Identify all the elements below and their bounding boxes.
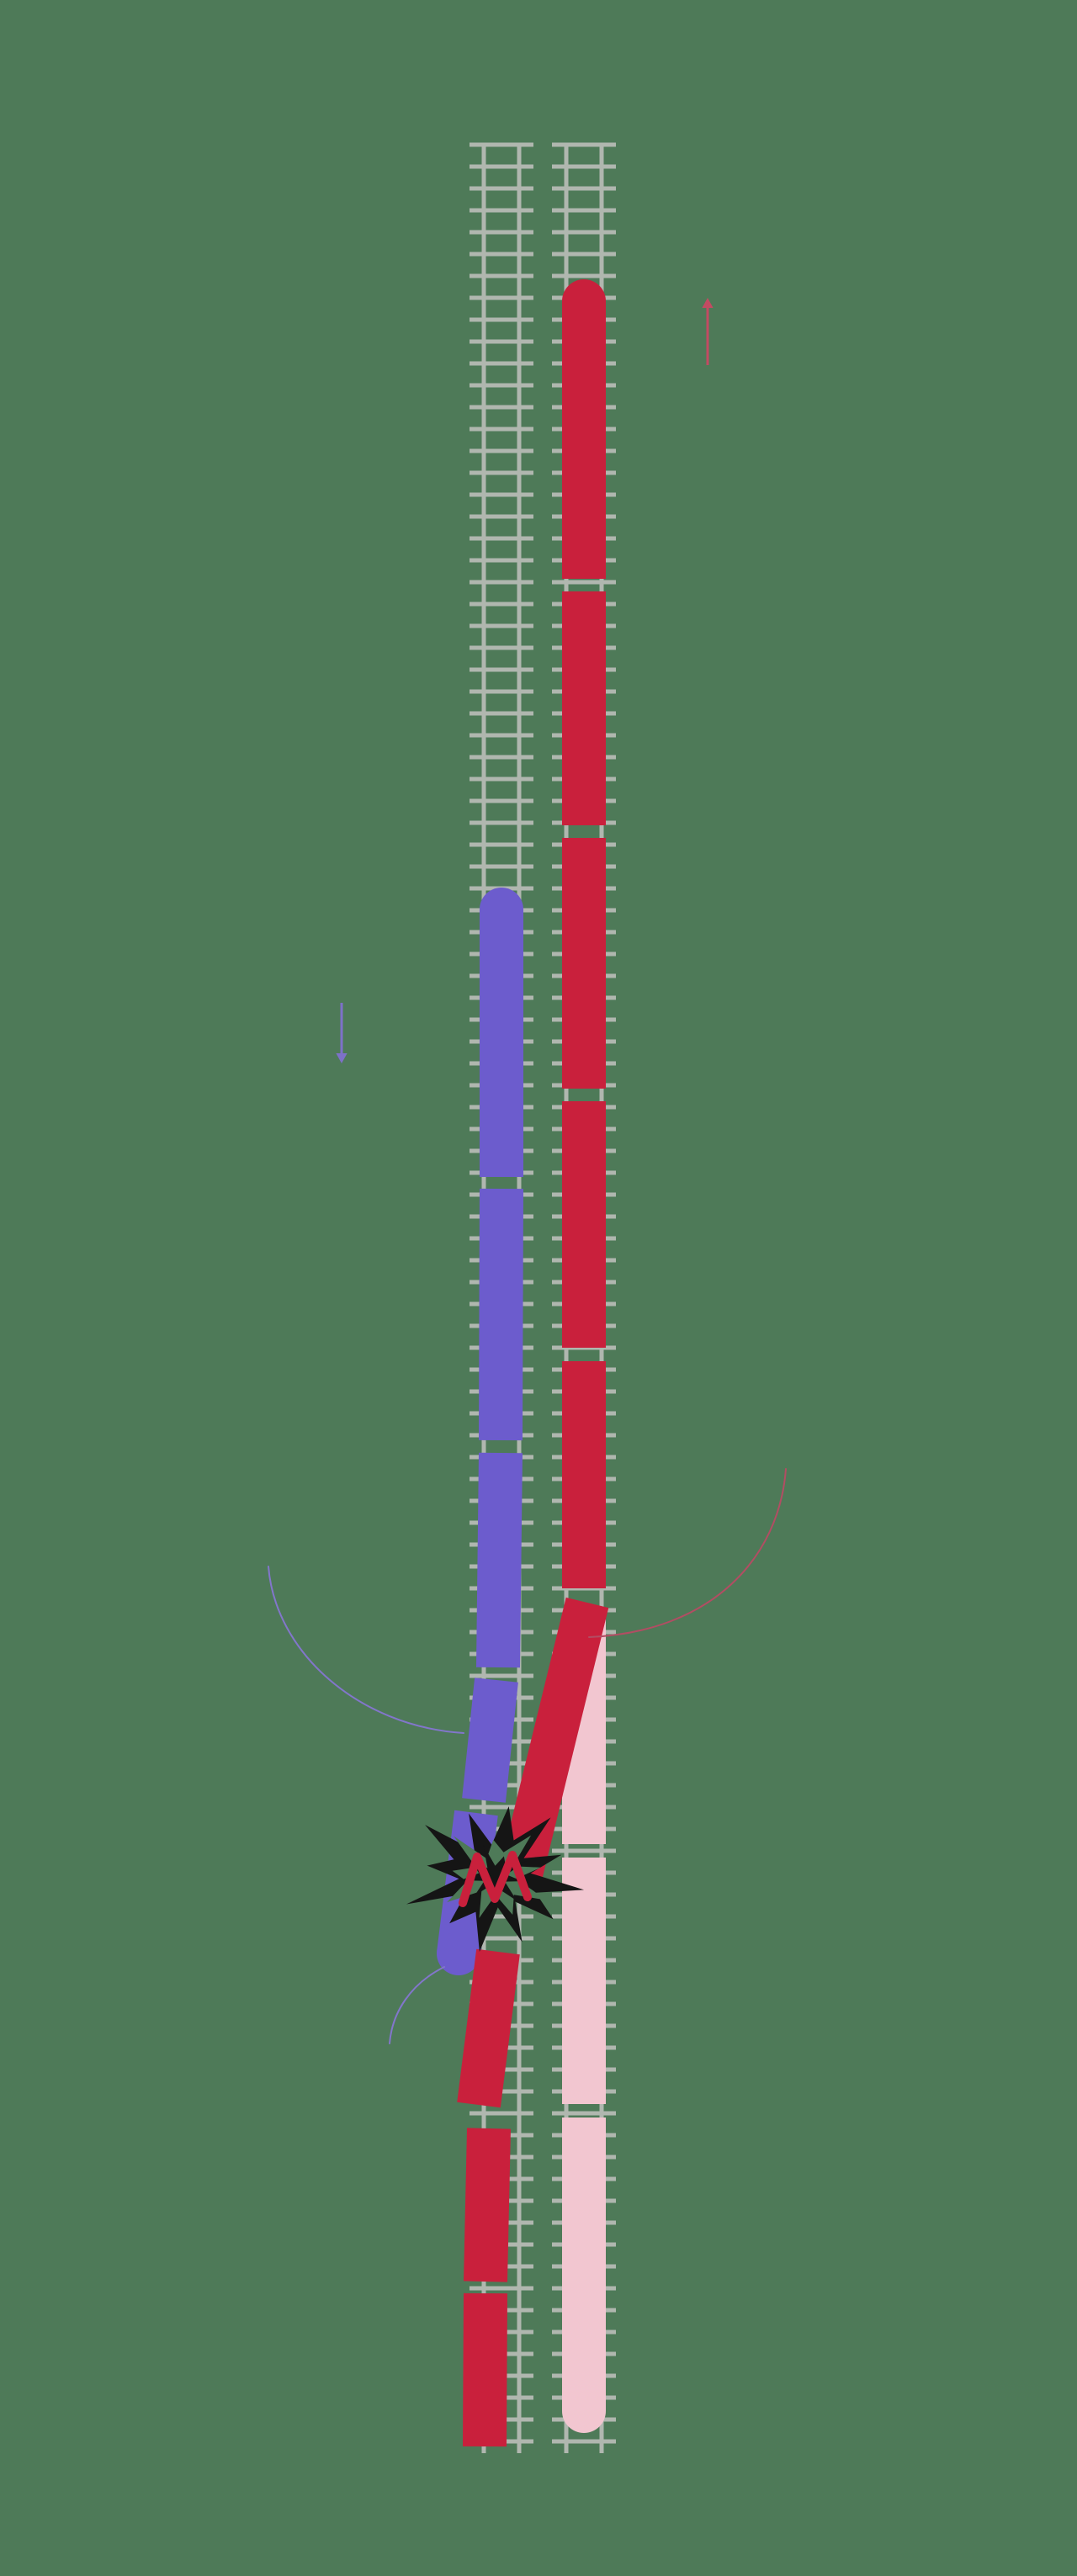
purple-train-car — [476, 1452, 523, 1668]
pink-train — [562, 1619, 606, 2433]
red-train — [457, 279, 609, 2447]
purple-leader-curve — [268, 1566, 464, 1734]
purple-train-car — [462, 1678, 518, 1803]
red-direction-arrow — [702, 298, 714, 365]
red-train-car — [457, 1948, 520, 2108]
purple-train — [437, 888, 523, 1975]
collision-burst — [406, 1806, 585, 1952]
red-leader-curve — [588, 1468, 787, 1638]
purple-leader-curve-small — [389, 1966, 445, 2044]
purple-direction-arrow-head — [336, 1053, 348, 1063]
purple-train-nose — [437, 1932, 480, 1975]
pink-train-nose — [562, 2389, 606, 2433]
purple-direction-arrow — [336, 1003, 348, 1063]
red-train-nose — [562, 279, 606, 323]
red-train-car — [464, 2128, 511, 2282]
collision-burst-debris — [459, 1851, 532, 1907]
purple-train-nose — [480, 888, 523, 931]
red-direction-arrow-head — [702, 298, 714, 308]
collision-burst-layer — [460, 1844, 527, 1901]
